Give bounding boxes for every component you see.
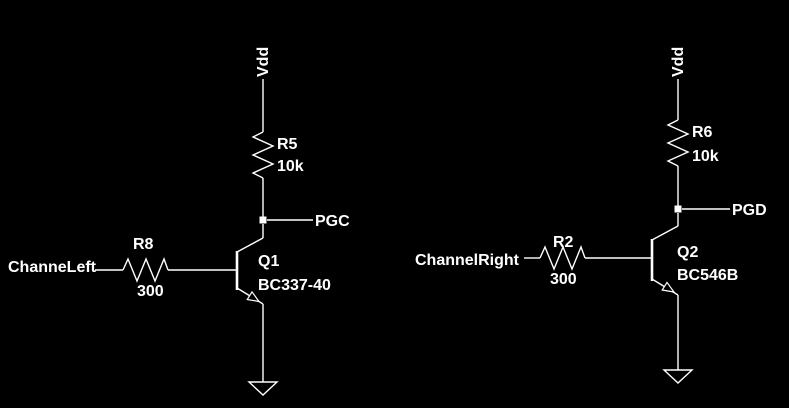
transistor-ref[interactable]: Q1 bbox=[258, 253, 279, 270]
pullup-resistor-ref[interactable]: R5 bbox=[277, 136, 298, 153]
base-resistor-symbol[interactable] bbox=[122, 257, 169, 283]
circuit-left: Vdd R5 10k PGC Q1 BC337-40 ChanneLeft R8… bbox=[8, 47, 350, 396]
transistor-part[interactable]: BC337-40 bbox=[258, 277, 331, 294]
npn-transistor-symbol[interactable] bbox=[235, 237, 264, 305]
npn-transistor-symbol[interactable] bbox=[650, 225, 679, 296]
base-resistor-symbol[interactable] bbox=[539, 245, 586, 271]
power-net-label[interactable]: Vdd bbox=[255, 47, 272, 77]
pullup-resistor-ref[interactable]: R6 bbox=[692, 124, 713, 141]
pullup-resistor-value[interactable]: 10k bbox=[277, 158, 304, 175]
junction-node[interactable] bbox=[674, 205, 682, 213]
emitter-arrow-icon bbox=[661, 281, 676, 293]
pullup-resistor-symbol[interactable] bbox=[251, 131, 275, 179]
junction-node[interactable] bbox=[259, 216, 267, 224]
pullup-resistor-value[interactable]: 10k bbox=[692, 148, 719, 165]
emitter-arrow-icon bbox=[246, 290, 261, 303]
output-net-label[interactable]: PGD bbox=[732, 202, 767, 219]
ground-symbol[interactable] bbox=[662, 369, 694, 384]
base-resistor-value[interactable]: 300 bbox=[137, 283, 164, 300]
circuit-right: Vdd R6 10k PGD Q2 BC546B ChannelRight R2… bbox=[415, 47, 767, 384]
base-resistor-ref[interactable]: R8 bbox=[133, 236, 154, 253]
base-resistor-ref[interactable]: R2 bbox=[553, 234, 574, 251]
collector-lead bbox=[236, 237, 264, 253]
power-net-label[interactable]: Vdd bbox=[670, 47, 687, 77]
ground-symbol[interactable] bbox=[247, 381, 279, 396]
base-resistor-value[interactable]: 300 bbox=[550, 271, 577, 288]
input-net-label[interactable]: ChannelRight bbox=[415, 252, 520, 269]
output-net-label[interactable]: PGC bbox=[315, 213, 350, 230]
input-net-label[interactable]: ChanneLeft bbox=[8, 259, 97, 276]
transistor-ref[interactable]: Q2 bbox=[677, 244, 698, 261]
collector-lead bbox=[651, 225, 679, 241]
transistor-part[interactable]: BC546B bbox=[677, 267, 738, 284]
pullup-resistor-symbol[interactable] bbox=[666, 119, 690, 167]
